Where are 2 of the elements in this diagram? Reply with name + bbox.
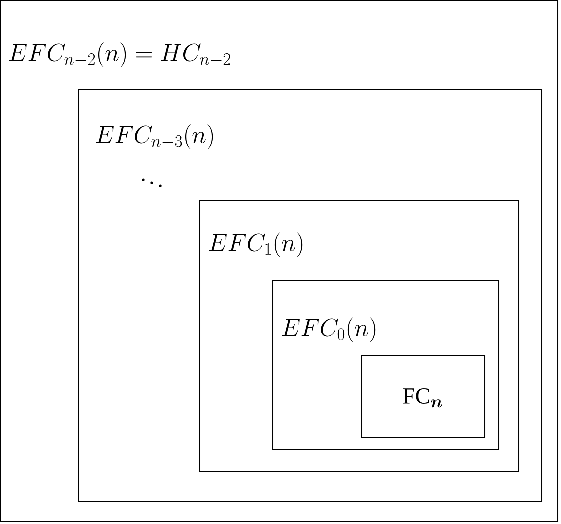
ellipsis: $\ddots$ xyxy=(142,178,162,188)
nested-box: $\mathrm{FC}_{\boldsymbol{n}}$ xyxy=(362,356,486,438)
